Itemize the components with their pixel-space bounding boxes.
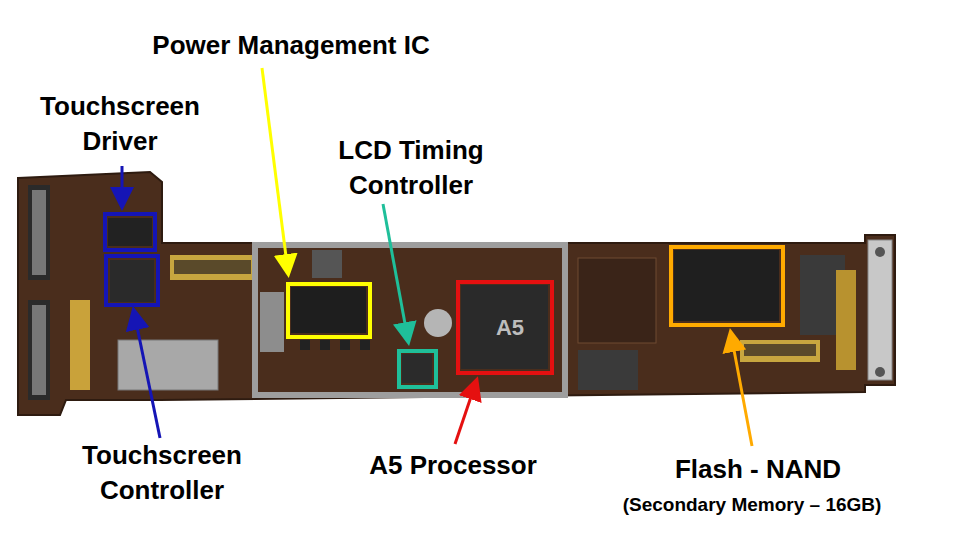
part-label: Touchscreen Controller: [72, 438, 252, 509]
part-label: A5 Processor: [343, 448, 563, 483]
part-label: Power Management IC: [111, 28, 471, 63]
part-label: LCD Timing Controller: [316, 133, 506, 204]
part-label: Flash - NAND: [638, 452, 878, 487]
part-label: (Secondary Memory – 16GB): [592, 492, 912, 518]
part-label: Touchscreen Driver: [30, 89, 210, 160]
chip-marking: A5: [480, 313, 540, 343]
